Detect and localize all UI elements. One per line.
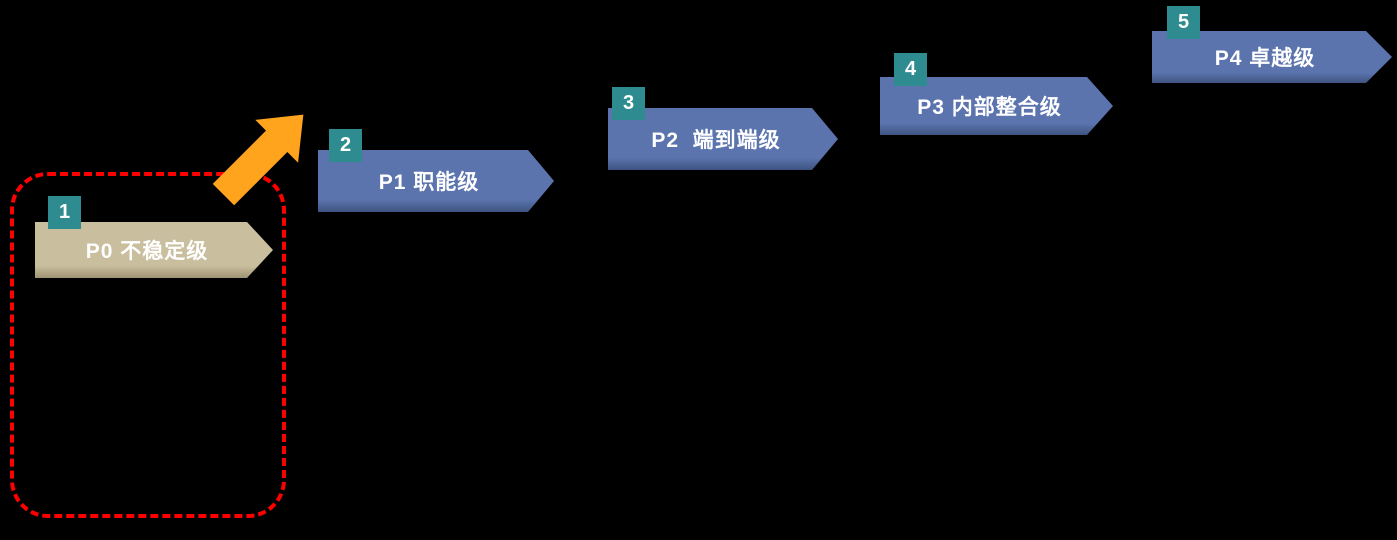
- level-label-p1: P1 职能级: [378, 171, 480, 194]
- level-shape-p0: P0 不稳定级: [35, 222, 273, 278]
- level-label-p3: P3 内部整合级: [917, 96, 1062, 119]
- level-badge-5: 5: [1167, 6, 1200, 39]
- level-shape-p4: P4 卓越级: [1152, 31, 1392, 83]
- level-shape-p3: P3 内部整合级: [880, 77, 1113, 135]
- level-badge-3: 3: [612, 87, 645, 120]
- level-shape-p2: P2 端到端级: [608, 108, 838, 170]
- level-badge-4: 4: [894, 53, 927, 86]
- level-label-p4: P4 卓越级: [1214, 47, 1316, 70]
- level-label-p2: P2 端到端级: [651, 129, 781, 152]
- highlight-dashed-box: [10, 172, 286, 518]
- level-label-p0: P0 不稳定级: [85, 240, 209, 263]
- level-shape-p1: P1 职能级: [318, 150, 554, 212]
- level-badge-2: 2: [329, 129, 362, 162]
- up-right-arrow-icon: [212, 114, 304, 206]
- level-badge-1: 1: [48, 196, 81, 229]
